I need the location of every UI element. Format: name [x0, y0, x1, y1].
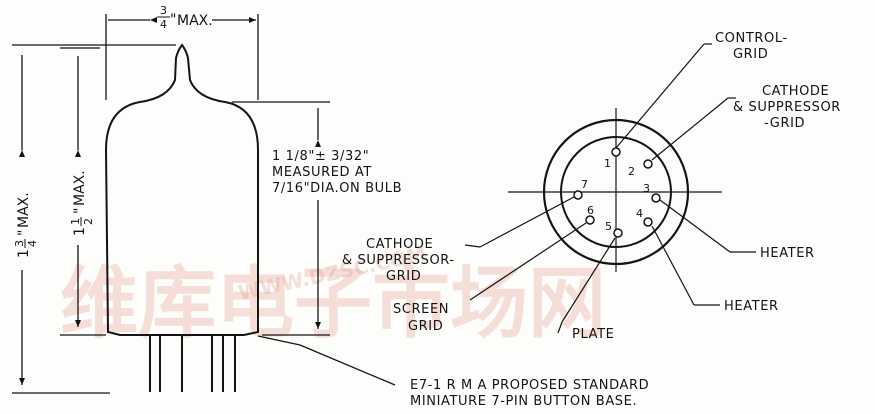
pin-number-7: 7 — [581, 178, 588, 191]
width-num: 3 — [160, 4, 167, 17]
label-heater-4: HEATER — [724, 299, 779, 314]
bulb-note-line1: 1 1/8"± 3/32" — [272, 149, 369, 164]
base-note-line2: MINIATURE 7-PIN BUTTON BASE. — [410, 394, 637, 409]
pin-number-6: 6 — [587, 204, 594, 217]
pin-7 — [573, 190, 583, 200]
pin-labels: CONTROL- GRID CATHODE & SUPPRESSOR -GRID… — [342, 31, 841, 342]
pin-6 — [585, 215, 595, 225]
width-dimension-label: 3 4 " MAX. — [157, 4, 213, 31]
seated-height-max: MAX. — [72, 170, 88, 206]
pin-number-1: 1 — [604, 157, 611, 170]
tube-bulb-outline — [104, 43, 259, 336]
seated-height-inch: " — [72, 208, 88, 214]
bulb-note-line3: 7/16"DIA.ON BULB — [272, 181, 402, 196]
overall-height-label: 1 3 4 " MAX. — [13, 192, 39, 258]
pin-diagram — [508, 108, 722, 272]
bulb-dimension-note: 1 1/8"± 3/32" MEASURED AT 7/16"DIA.ON BU… — [272, 149, 402, 196]
pin-leader-lines — [464, 43, 756, 334]
label-cathode-left-3: GRID — [386, 269, 421, 284]
pin-number-4: 4 — [636, 207, 643, 220]
bulb-note-line2: MEASURED AT — [272, 165, 372, 180]
label-cathode-top-1: CATHODE — [762, 84, 829, 99]
label-screen-grid-2: GRID — [408, 319, 443, 334]
seated-height-whole: 1 — [72, 227, 88, 236]
width-max: MAX. — [177, 13, 213, 29]
label-cathode-left-2: & SUPPRESSOR- — [342, 253, 455, 268]
base-note: E7-1 R M A PROPOSED STANDARD MINIATURE 7… — [410, 378, 649, 409]
pin-2 — [643, 159, 653, 169]
label-control-grid-1: CONTROL- — [715, 31, 788, 46]
pin-number-3: 3 — [643, 182, 650, 195]
label-cathode-top-2: & SUPPRESSOR — [733, 100, 841, 115]
label-cathode-top-3: -GRID — [764, 116, 805, 131]
overall-height-num: 3 — [13, 240, 26, 247]
pin-5 — [613, 228, 623, 238]
overall-height-den: 4 — [26, 240, 39, 247]
dimension-lines — [12, 14, 396, 394]
base-note-line1: E7-1 R M A PROPOSED STANDARD — [410, 378, 649, 393]
label-cathode-left-1: CATHODE — [366, 237, 433, 252]
pin-4 — [643, 217, 653, 227]
pin-1 — [611, 147, 621, 157]
seated-height-num: 1 — [69, 218, 82, 225]
overall-height-inch: " — [16, 230, 32, 236]
width-den: 4 — [160, 18, 167, 31]
label-heater-3: HEATER — [760, 246, 815, 261]
tube-side-view — [104, 43, 259, 392]
label-screen-grid-1: SCREEN — [393, 302, 449, 317]
watermark: 维库电子市场网 WWW.DZSC.COM — [60, 242, 606, 349]
pin-number-2: 2 — [628, 165, 635, 178]
pin-3 — [651, 193, 661, 203]
overall-height-whole: 1 — [16, 249, 32, 258]
label-control-grid-2: GRID — [733, 47, 768, 62]
seated-height-den: 2 — [82, 218, 95, 225]
overall-height-max: MAX. — [16, 192, 32, 228]
label-plate: PLATE — [572, 327, 614, 342]
pins — [573, 147, 661, 238]
seated-height-label: 1 1 2 " MAX. — [69, 170, 95, 236]
width-inch: " — [170, 12, 176, 28]
pin-number-5: 5 — [605, 220, 612, 233]
pin-numbers: 1 2 3 4 5 6 7 — [581, 157, 650, 233]
